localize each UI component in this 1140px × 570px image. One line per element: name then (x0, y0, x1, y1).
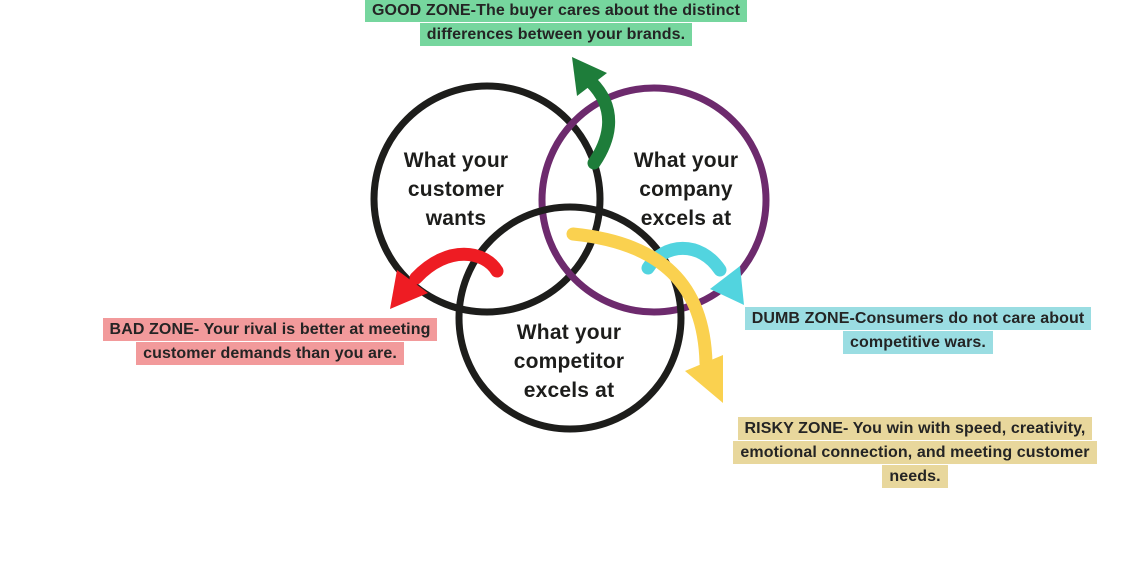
risky-zone-label: RISKY ZONE- You win with speed, creativi… (685, 417, 1140, 488)
dumb-zone-text-line: competitive wars. (843, 331, 993, 354)
company-circle (538, 84, 770, 316)
good-zone-arrow-body (584, 75, 616, 170)
label-line: wants (425, 207, 487, 230)
risky-zone-arrowhead (685, 355, 723, 403)
customer-circle (370, 82, 604, 316)
risky-zone-arrow (566, 227, 723, 403)
label-line: What your (403, 149, 509, 172)
customer-circle-label: What your customer wants (372, 146, 540, 233)
company-circle-label: What your company excels at (602, 146, 770, 233)
good-zone-arrowhead (572, 57, 607, 96)
risky-zone-text-line: emotional connection, and meeting custom… (733, 441, 1097, 464)
risky-zone-text-line: RISKY ZONE- You win with speed, creativi… (737, 417, 1093, 440)
label-line: What your (516, 321, 622, 344)
dumb-zone-arrowhead (710, 266, 744, 305)
label-line: excels at (640, 207, 732, 230)
bad-zone-arrowhead (390, 270, 428, 309)
good-zone-arrow (572, 57, 616, 170)
bad-zone-label: BAD ZONE- Your rival is better at meetin… (50, 318, 490, 365)
risky-zone-arrow-body (566, 227, 713, 370)
bad-zone-text-line: customer demands than you are. (136, 342, 404, 365)
label-line: competitor (513, 350, 625, 373)
competitor-circle (455, 203, 685, 433)
good-zone-text-line: differences between your brands. (419, 23, 693, 46)
good-zone-text-line: GOOD ZONE-The buyer cares about the dist… (364, 0, 747, 22)
bad-zone-arrow (390, 247, 504, 309)
label-line: excels at (523, 379, 615, 402)
competitor-circle-label: What your competitor excels at (485, 318, 653, 405)
risky-zone-text-line: needs. (882, 465, 948, 488)
bad-zone-arrow-body (409, 247, 504, 285)
label-line: customer (407, 178, 505, 201)
bad-zone-text-line: BAD ZONE- Your rival is better at meetin… (102, 318, 438, 341)
good-zone-label: GOOD ZONE-The buyer cares about the dist… (306, 0, 806, 46)
label-line: What your (633, 149, 739, 172)
label-line: company (639, 178, 733, 201)
dumb-zone-label: DUMB ZONE-Consumers do not care about co… (698, 307, 1138, 354)
dumb-zone-text-line: DUMB ZONE-Consumers do not care about (744, 307, 1092, 330)
